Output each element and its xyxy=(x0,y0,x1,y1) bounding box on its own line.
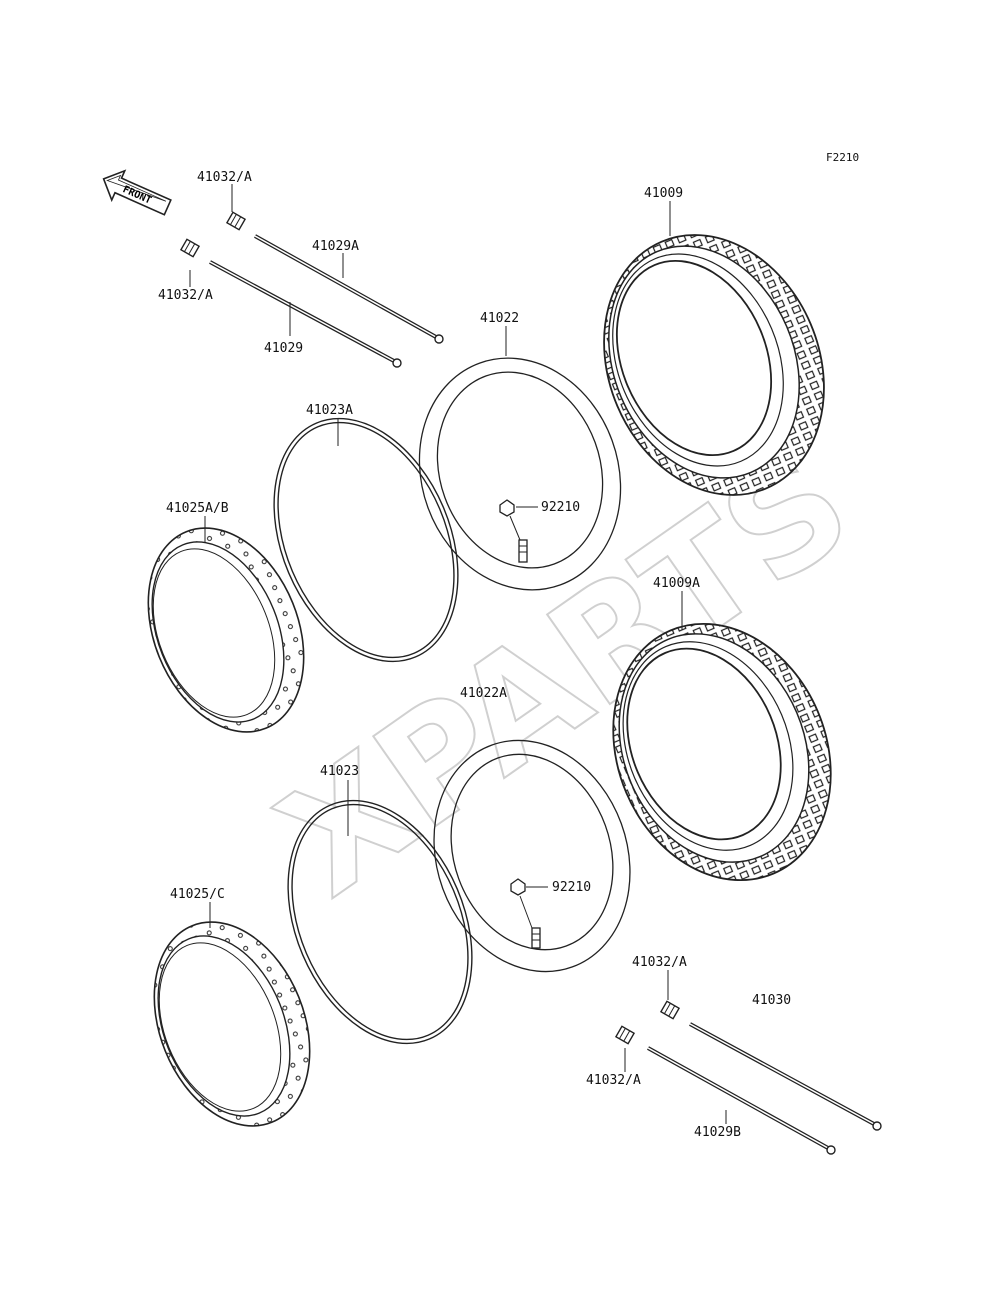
part-label: 92210 xyxy=(541,500,580,515)
valve-icon xyxy=(510,878,541,949)
nipple-icon xyxy=(179,238,201,258)
tire-icon xyxy=(612,622,832,882)
part-label: 41032/A xyxy=(197,170,252,185)
spoke-icon xyxy=(254,234,444,344)
front-arrow-icon: FRONT xyxy=(102,169,172,216)
part-label: 41025/C xyxy=(170,887,225,902)
part-label: 41029 xyxy=(264,341,303,356)
rim-icon xyxy=(147,527,305,733)
part-label: 41032/A xyxy=(586,1073,641,1088)
inner-tube-icon xyxy=(433,739,631,973)
leader-lines xyxy=(189,184,727,1124)
spoke-icon xyxy=(689,1022,882,1131)
part-label: 41009A xyxy=(653,576,700,591)
rim-icon xyxy=(153,921,311,1127)
tire-icon xyxy=(603,234,825,496)
part-label: 41029B xyxy=(694,1125,741,1140)
valve-icon xyxy=(499,499,528,563)
inner-tube-icon xyxy=(418,357,622,591)
part-label: 41025A/B xyxy=(166,501,229,516)
part-label: 41022 xyxy=(480,311,519,326)
part-label: 41023 xyxy=(320,764,359,779)
figure-code: F2210 xyxy=(826,151,859,164)
part-label: 41009 xyxy=(644,186,683,201)
rim-band-icon xyxy=(287,799,473,1045)
part-label: 41030 xyxy=(752,993,791,1008)
part-label: 41022A xyxy=(460,686,507,701)
nipple-icon xyxy=(614,1025,636,1045)
part-label: 41023A xyxy=(306,403,353,418)
part-label: 41029A xyxy=(312,239,359,254)
nipple-icon xyxy=(659,1000,681,1020)
part-label: 41032/A xyxy=(632,955,687,970)
part-label: 92210 xyxy=(552,880,591,895)
spoke-icon xyxy=(209,260,402,368)
rim-band-icon xyxy=(273,417,459,663)
nipple-icon xyxy=(225,211,247,231)
part-label: 41032/A xyxy=(158,288,213,303)
part-labels: 41032/A 41032/A 41029A 41029 41022 41009… xyxy=(158,170,791,1140)
spoke-icon xyxy=(647,1046,836,1155)
